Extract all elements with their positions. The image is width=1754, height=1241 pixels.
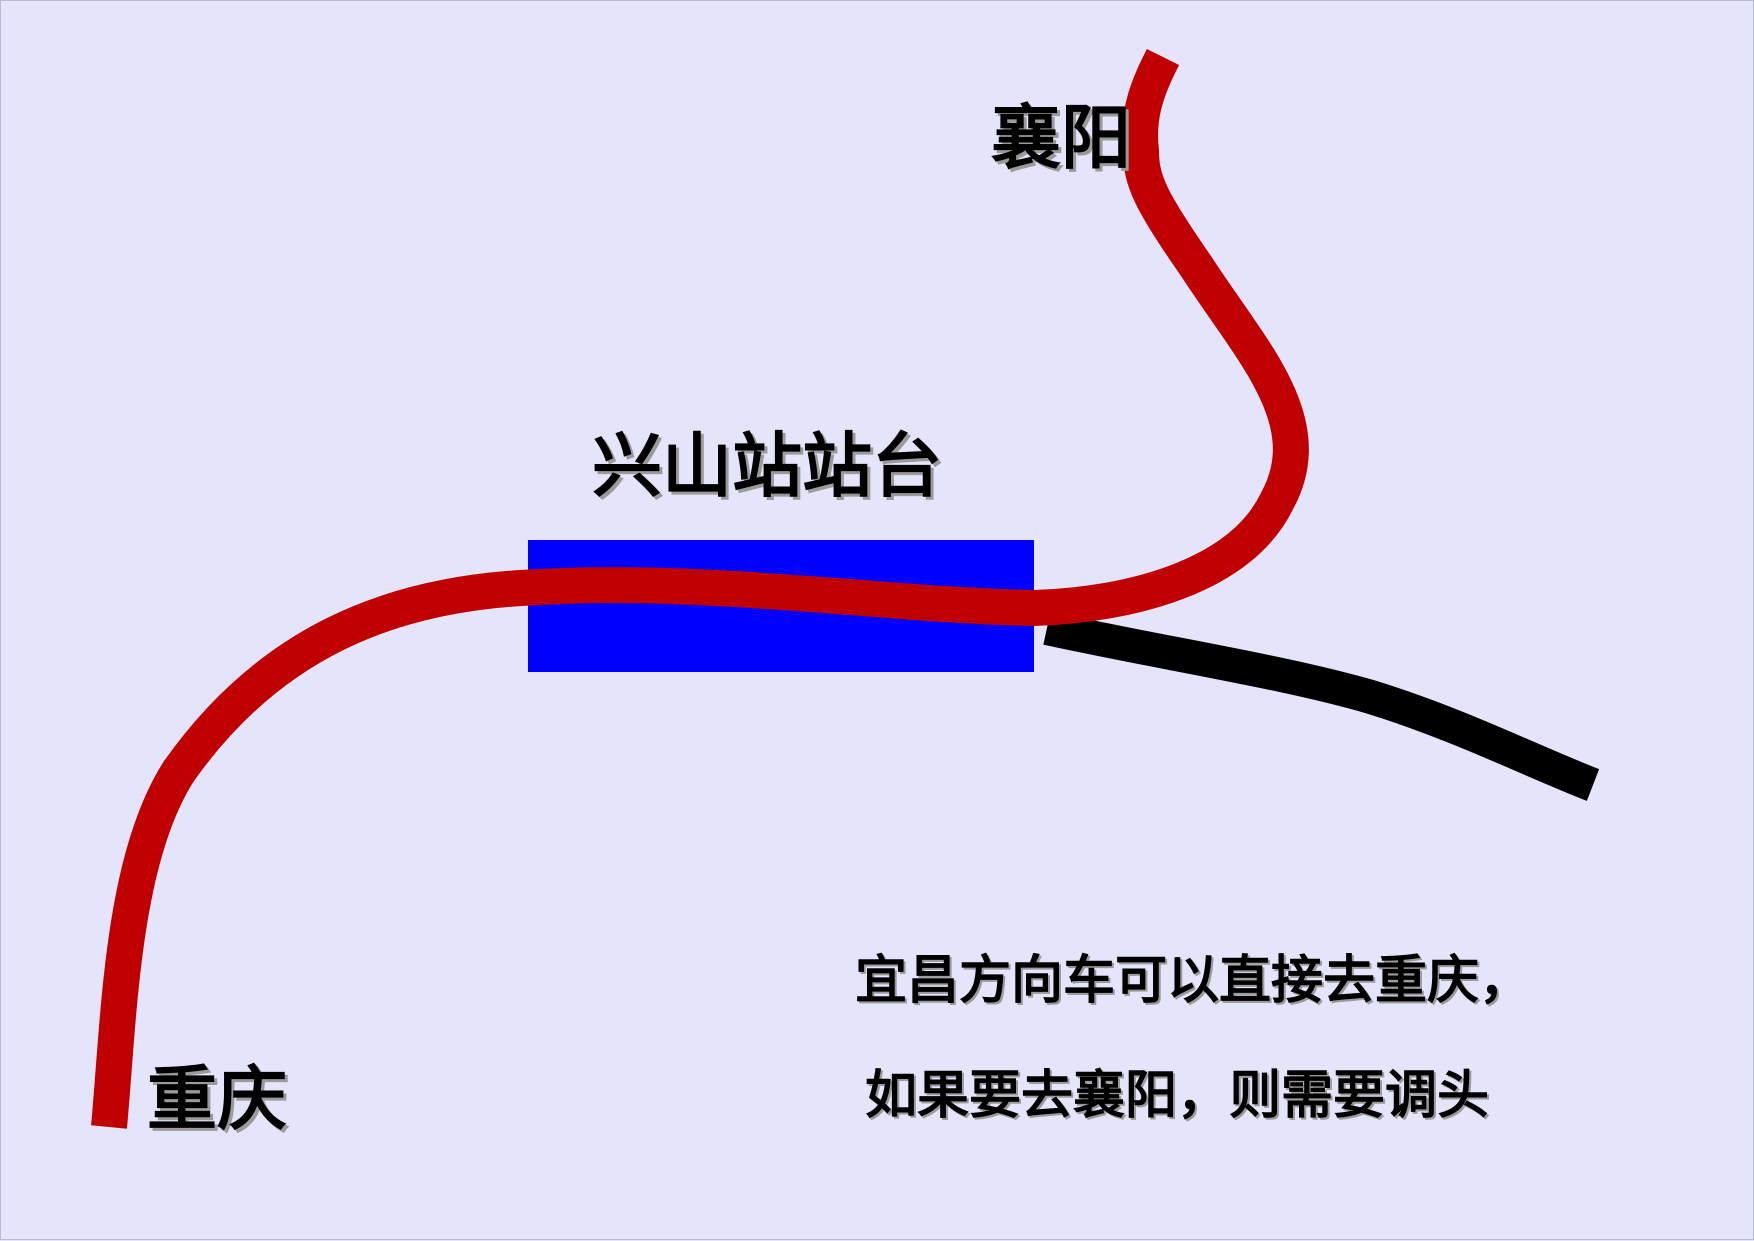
city-label-xiangyang-shadow: 襄阳 xyxy=(994,100,1134,182)
station-label: 兴山站站台 xyxy=(592,424,942,507)
note-line-1: 宜昌方向车可以直接去重庆， xyxy=(855,951,1531,1011)
city-label-chongqing: 重庆 xyxy=(147,1058,287,1140)
branch-track-yichang xyxy=(1043,611,1600,801)
city-label-xiangyang: 襄阳 xyxy=(991,97,1131,179)
station-label-shadow: 兴山站站台 xyxy=(595,427,945,510)
note-line-2-shadow: 如果要去襄阳，则需要调头 xyxy=(867,1068,1491,1128)
note-line-1-shadow: 宜昌方向车可以直接去重庆， xyxy=(857,953,1533,1013)
note-line-2: 如果要去襄阳，则需要调头 xyxy=(865,1066,1489,1126)
main-track-red xyxy=(91,48,1309,1129)
city-label-chongqing-shadow: 重庆 xyxy=(150,1061,290,1143)
